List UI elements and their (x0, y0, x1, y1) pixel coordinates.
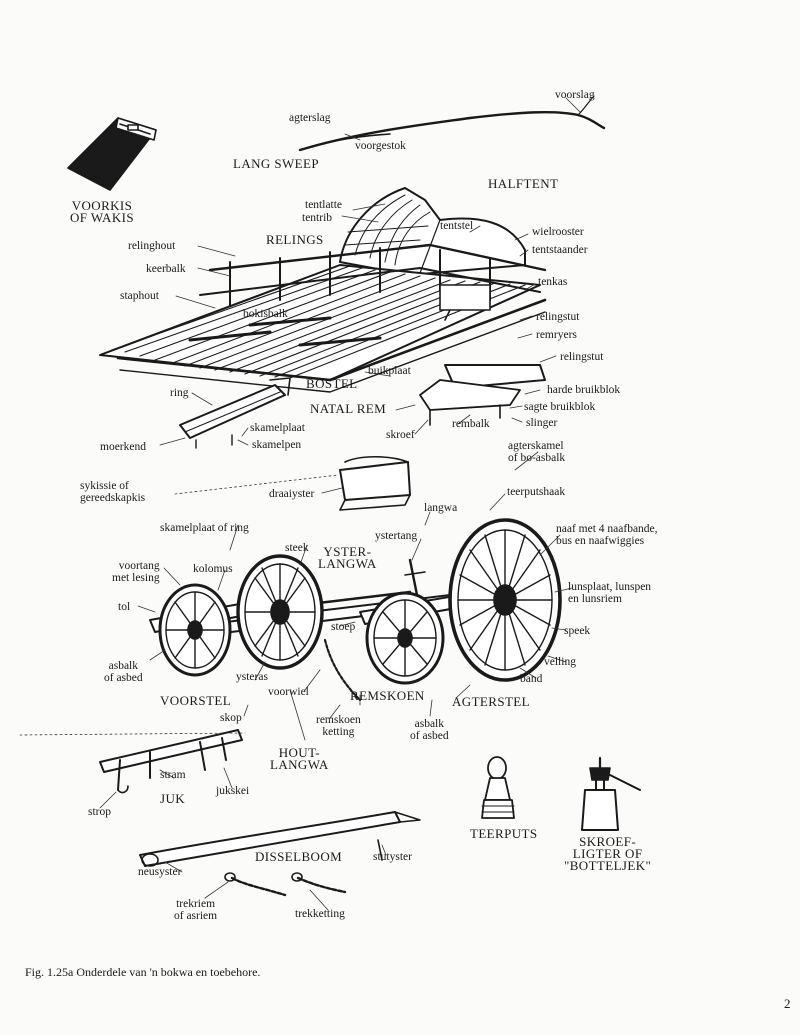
label-strop: strop (88, 806, 111, 818)
label-skamelpen: skamelpen (252, 439, 302, 451)
label-naaf: naaf met 4 naafbande, bus en naafwiggies (556, 523, 658, 547)
label-skroef: skroef (386, 429, 415, 441)
label-voorstel: VOORSTEL (160, 693, 232, 708)
label-juk: JUK (160, 791, 186, 806)
label-sagte-bruikblok: sagte bruikblok (524, 401, 596, 413)
label-ysterlangwa: YSTER- LANGWA (318, 544, 377, 571)
label-agterslag: agterslag (289, 112, 331, 124)
label-keerbalk: keerbalk (146, 263, 186, 275)
label-teerputshaak: teerputshaak (507, 486, 566, 498)
label-moerkend: moerkend (100, 441, 146, 453)
label-ysteras: ysteras (236, 671, 268, 683)
rear-left-wheel (365, 591, 445, 685)
label-voorslag: voorslag (555, 89, 595, 101)
label-bostel: BOSTEL (306, 376, 358, 391)
label-remskoen: REMSKOEN (350, 688, 425, 703)
label-sykissie: sykissie of gereedskapkis (80, 480, 146, 504)
label-asbalk-rear: asbalk of asbed (410, 718, 449, 742)
label-bokisbalk: bokisbalk (243, 308, 288, 320)
label-teerputs: TEERPUTS (470, 826, 538, 841)
label-staphout: staphout (120, 290, 159, 302)
label-jukskei: jukskei (216, 785, 250, 797)
label-houtlangwa: HOUT- LANGWA (270, 745, 329, 772)
label-asbalk-front: asbalk of asbed (104, 660, 143, 684)
label-band: band (520, 673, 543, 685)
pole-drawing (139, 811, 421, 867)
label-harde-bruikblok: harde bruikblok (547, 384, 621, 396)
wagon-body-drawing (99, 187, 547, 393)
label-draaiyster: draaiyster (269, 488, 315, 500)
label-relinghout: relinghout (128, 240, 176, 252)
label-relings: RELINGS (266, 232, 324, 247)
leader-lines (19, 97, 581, 911)
screw-jack-drawing (581, 756, 641, 831)
whip-drawing (298, 95, 606, 152)
label-natal-rem: NATAL REM (310, 401, 387, 416)
side-box-drawing (339, 456, 411, 511)
label-tentstaander: tentstaander (532, 244, 588, 256)
label-skroef-ligter: SKROEF- LIGTER OF "BOTTELJEK" (564, 834, 652, 873)
label-skamelplaat-of-ring: skamelplaat of ring (160, 522, 249, 534)
label-relingstut-upper: relingstut (536, 311, 580, 323)
front-box-drawing (67, 117, 157, 191)
label-remskoen-ketting: remskoen ketting (316, 714, 361, 738)
label-voorkis: VOORKIS OF WAKIS (70, 198, 134, 225)
label-trekriem: trekriem of asriem (174, 898, 218, 922)
label-velling: velling (544, 656, 576, 668)
label-skop: skop (220, 712, 242, 724)
label-slinger: slinger (526, 417, 558, 429)
label-tentstel: tentstel (440, 220, 474, 232)
label-tenkas: tenkas (538, 276, 568, 288)
label-ystertang: ystertang (375, 530, 418, 542)
label-neusyster: neusyster (138, 866, 182, 878)
rear-right-wheel (448, 518, 562, 682)
label-buikplaat: buikplaat (368, 365, 411, 377)
chains-drawing (224, 872, 347, 897)
label-langwa-pen: langwa (424, 502, 458, 514)
label-ring: ring (170, 387, 189, 399)
label-stram: stram (160, 769, 186, 781)
brake-parts-drawing (179, 364, 546, 449)
label-kolomus: kolomus (193, 563, 233, 575)
label-speek: speek (564, 625, 591, 637)
label-trekketting: trekketting (295, 908, 345, 920)
label-voortang: voortang met lesing (112, 560, 160, 584)
label-halftent: HALFTENT (488, 176, 559, 191)
label-steek: steek (285, 542, 309, 554)
label-skamelplaat: skamelplaat (250, 422, 305, 434)
label-wielrooster: wielrooster (532, 226, 584, 238)
label-remryers: remryers (536, 329, 577, 341)
figure-caption: Fig. 1.25a Onderdele van 'n bokwa en toe… (25, 965, 261, 979)
label-tol: tol (118, 601, 131, 613)
yoke-drawing (99, 729, 243, 794)
label-stutyster: stutyster (373, 851, 412, 863)
front-right-wheel (236, 554, 324, 670)
label-tentlatte: tentlatte (305, 199, 343, 211)
label-disselboom: DISSELBOOM (255, 849, 343, 864)
page-number: 2 (784, 996, 791, 1011)
tar-bucket-drawing (481, 756, 515, 819)
label-agterstel: AGTERSTEL (452, 694, 530, 709)
label-rembalk: rembalk (452, 418, 490, 430)
label-lang-sweep: LANG SWEEP (233, 156, 319, 171)
label-stoep: stoep (331, 621, 356, 633)
label-tentrib: tentrib (302, 212, 333, 224)
label-relingstut-lower: relingstut (560, 351, 604, 363)
label-lunsplaat: lunsplaat, lunspen en lunsriem (568, 581, 652, 605)
label-agterskamel: agterskamel of bo-asbalk (508, 440, 566, 464)
front-left-wheel (158, 583, 232, 677)
label-voorgestok: voorgestok (355, 140, 406, 152)
label-voorwiel: voorwiel (268, 686, 309, 698)
